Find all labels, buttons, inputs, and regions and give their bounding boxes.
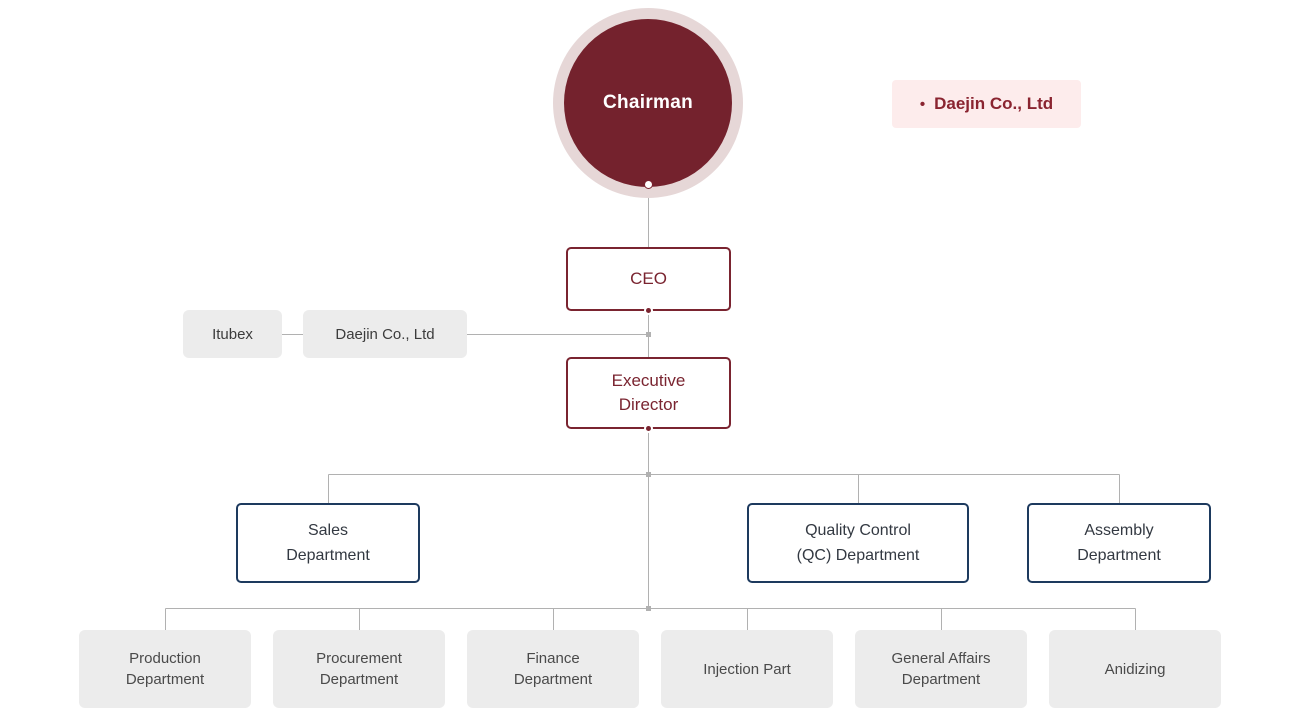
daejin-label: Daejin Co., Ltd [335,325,435,343]
assembly-department-label: Assembly Department [1077,522,1161,564]
node-daejin: Daejin Co., Ltd [303,310,467,358]
chairman-label: Chairman [602,92,694,113]
junction-dot-affiliate [646,332,651,337]
executive-director-label: Executive Director [611,371,686,414]
general-affairs-department-label: General Affairs Department [891,650,991,688]
node-chairman: Chairman [553,8,743,198]
injection-part-label: Injection Part [703,660,791,678]
chairman-circle: Chairman [564,19,732,187]
qc-department-label: Quality Control (QC) Department [796,522,920,564]
node-general-affairs-department: General Affairs Department [855,630,1027,708]
node-qc-department: Quality Control (QC) Department [747,503,969,583]
node-finance-department: Finance Department [467,630,639,708]
node-production-department: Production Department [79,630,251,708]
chairman-anchor-dot [644,180,653,189]
node-itubex: Itubex [183,310,282,358]
legend-badge: • Daejin Co., Ltd [892,80,1081,128]
itubex-label: Itubex [212,325,253,343]
ceo-anchor-dot [644,306,653,315]
node-injection-part: Injection Part [661,630,833,708]
node-assembly-department: Assembly Department [1027,503,1211,583]
legend-label: Daejin Co., Ltd [934,94,1054,113]
junction-dot-departments [646,472,651,477]
procurement-department-label: Procurement Department [316,650,402,688]
node-executive-director: Executive Director [566,357,731,429]
sales-department-label: Sales Department [286,522,370,564]
finance-department-label: Finance Department [513,650,593,688]
ceo-label: CEO [630,269,667,288]
node-procurement-department: Procurement Department [273,630,445,708]
anidizing-label: Anidizing [1104,660,1166,678]
node-anidizing: Anidizing [1049,630,1221,708]
node-sales-department: Sales Department [236,503,420,583]
node-ceo: CEO [566,247,731,311]
junction-dot-teams [646,606,651,611]
executive-director-anchor-dot [644,424,653,433]
legend-bullet-icon: • [919,95,926,113]
production-department-label: Production Department [125,650,205,688]
